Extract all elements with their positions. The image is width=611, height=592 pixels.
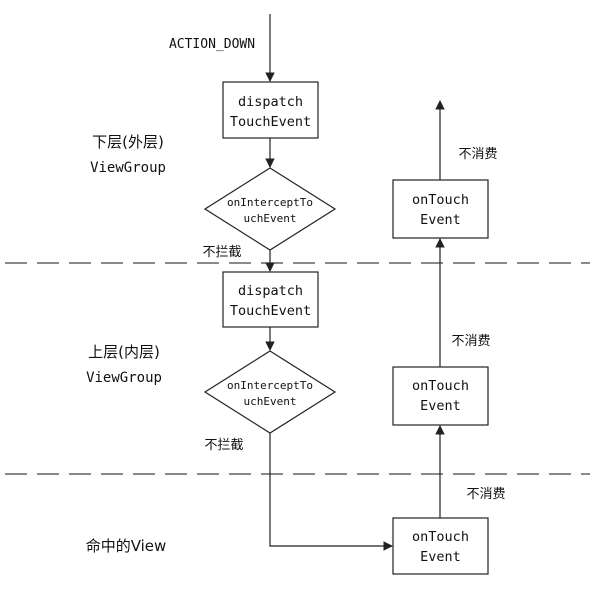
outer-dispatch-node: dispatch TouchEvent bbox=[222, 81, 319, 139]
entry-label: ACTION_DOWN bbox=[169, 37, 255, 52]
view-layer-name: 命中的View bbox=[86, 537, 167, 555]
outer-dispatch-line1: dispatch bbox=[238, 94, 303, 110]
view-not-consume-label: 不消费 bbox=[466, 487, 505, 502]
inner-intercept-line1: onInterceptTo bbox=[227, 379, 313, 392]
inner-intercept-line2: uchEvent bbox=[244, 395, 297, 408]
outer-layer-name: 下层(外层) bbox=[92, 133, 164, 151]
outer-ontouch-line2: Event bbox=[420, 212, 461, 228]
view-ontouch-line2: Event bbox=[420, 549, 461, 565]
outer-ontouch-line1: onTouch bbox=[412, 192, 469, 208]
inner-intercept-node: onInterceptTo uchEvent bbox=[203, 350, 337, 434]
inner-dispatch-line1: dispatch bbox=[238, 283, 303, 299]
inner-to-view-arrow bbox=[269, 433, 393, 551]
outer-intercept-line1: onInterceptTo bbox=[227, 196, 313, 209]
inner-ontouch-line1: onTouch bbox=[412, 378, 469, 394]
outer-layer-type: ViewGroup bbox=[90, 160, 166, 176]
view-ontouch-line1: onTouch bbox=[412, 529, 469, 545]
inner-not-intercept-label: 不拦截 bbox=[204, 438, 243, 453]
view-ontouch-node: onTouch Event bbox=[392, 517, 489, 575]
outer-not-intercept-label: 不拦截 bbox=[202, 245, 241, 260]
inner-dispatch-node: dispatch TouchEvent bbox=[222, 271, 319, 328]
inner-layer-name: 上层(内层) bbox=[88, 343, 160, 361]
outer-dispatch-line2: TouchEvent bbox=[230, 114, 311, 130]
inner-dispatch-line2: TouchEvent bbox=[230, 303, 311, 319]
inner-ontouch-node: onTouch Event bbox=[392, 366, 489, 426]
outer-intercept-node: onInterceptTo uchEvent bbox=[203, 167, 337, 251]
outer-intercept-line2: uchEvent bbox=[244, 212, 297, 225]
inner-not-consume-label: 不消费 bbox=[451, 334, 490, 349]
inner-layer-type: ViewGroup bbox=[86, 370, 162, 386]
outer-ontouch-node: onTouch Event bbox=[392, 179, 489, 239]
outer-not-consume-label: 不消费 bbox=[458, 147, 497, 162]
inner-ontouch-line2: Event bbox=[420, 398, 461, 414]
